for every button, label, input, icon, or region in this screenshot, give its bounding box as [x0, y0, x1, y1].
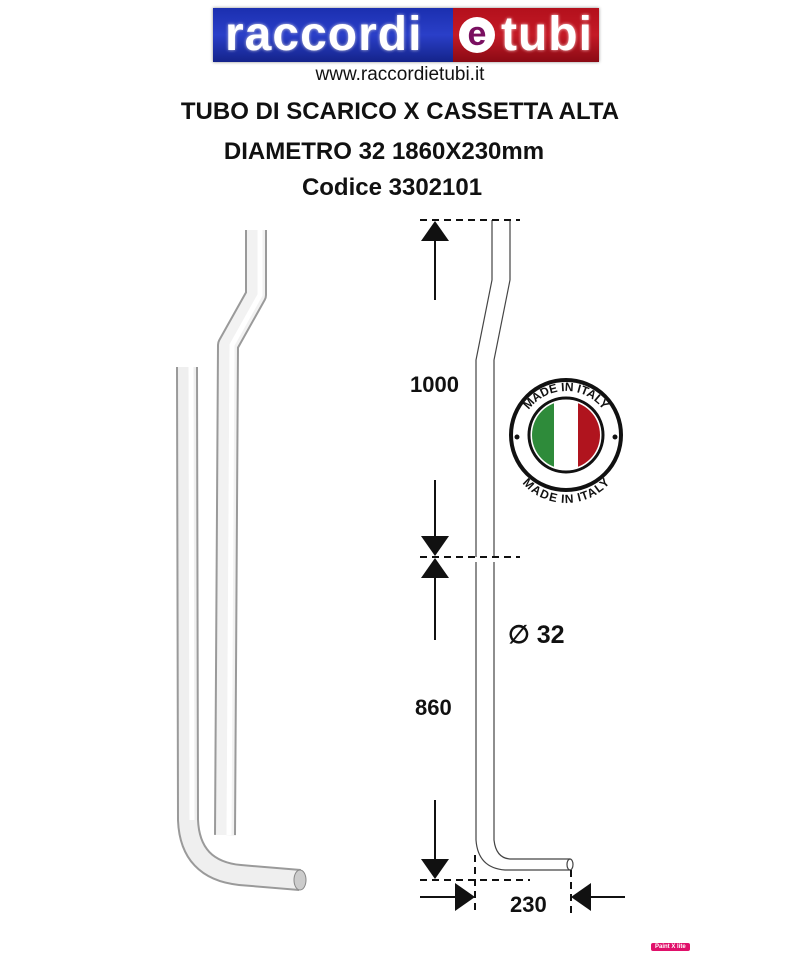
diameter-label: ∅ 32	[508, 621, 565, 649]
title-line-3: Codice 3302101	[301, 174, 483, 201]
pipe-technical-outline	[475, 220, 574, 871]
dimension-label-860: 860	[415, 695, 452, 720]
made-in-italy-seal: MADE IN ITALY MADE IN ITALY	[509, 378, 623, 506]
pipe-photo-lower	[176, 366, 307, 891]
website-url: www.raccordietubi.it	[315, 64, 485, 85]
logo-text-raccordi: raccordi	[213, 8, 453, 62]
title-line-2: DIAMETRO 32 1860X230mm	[223, 138, 545, 165]
title-line-1: TUBO DI SCARICO X CASSETTA ALTA	[180, 98, 620, 125]
italy-flag-icon	[532, 401, 600, 469]
logo-text-tubi: tubi	[501, 8, 593, 61]
dimension-label-1000: 1000	[410, 372, 459, 397]
dimension-label-230: 230	[510, 892, 547, 917]
dimension-lines	[420, 219, 625, 915]
pipe-photo-upper	[214, 230, 267, 836]
logo-text-e: e	[459, 17, 495, 53]
watermark-badge: Paint X lite	[651, 943, 690, 951]
